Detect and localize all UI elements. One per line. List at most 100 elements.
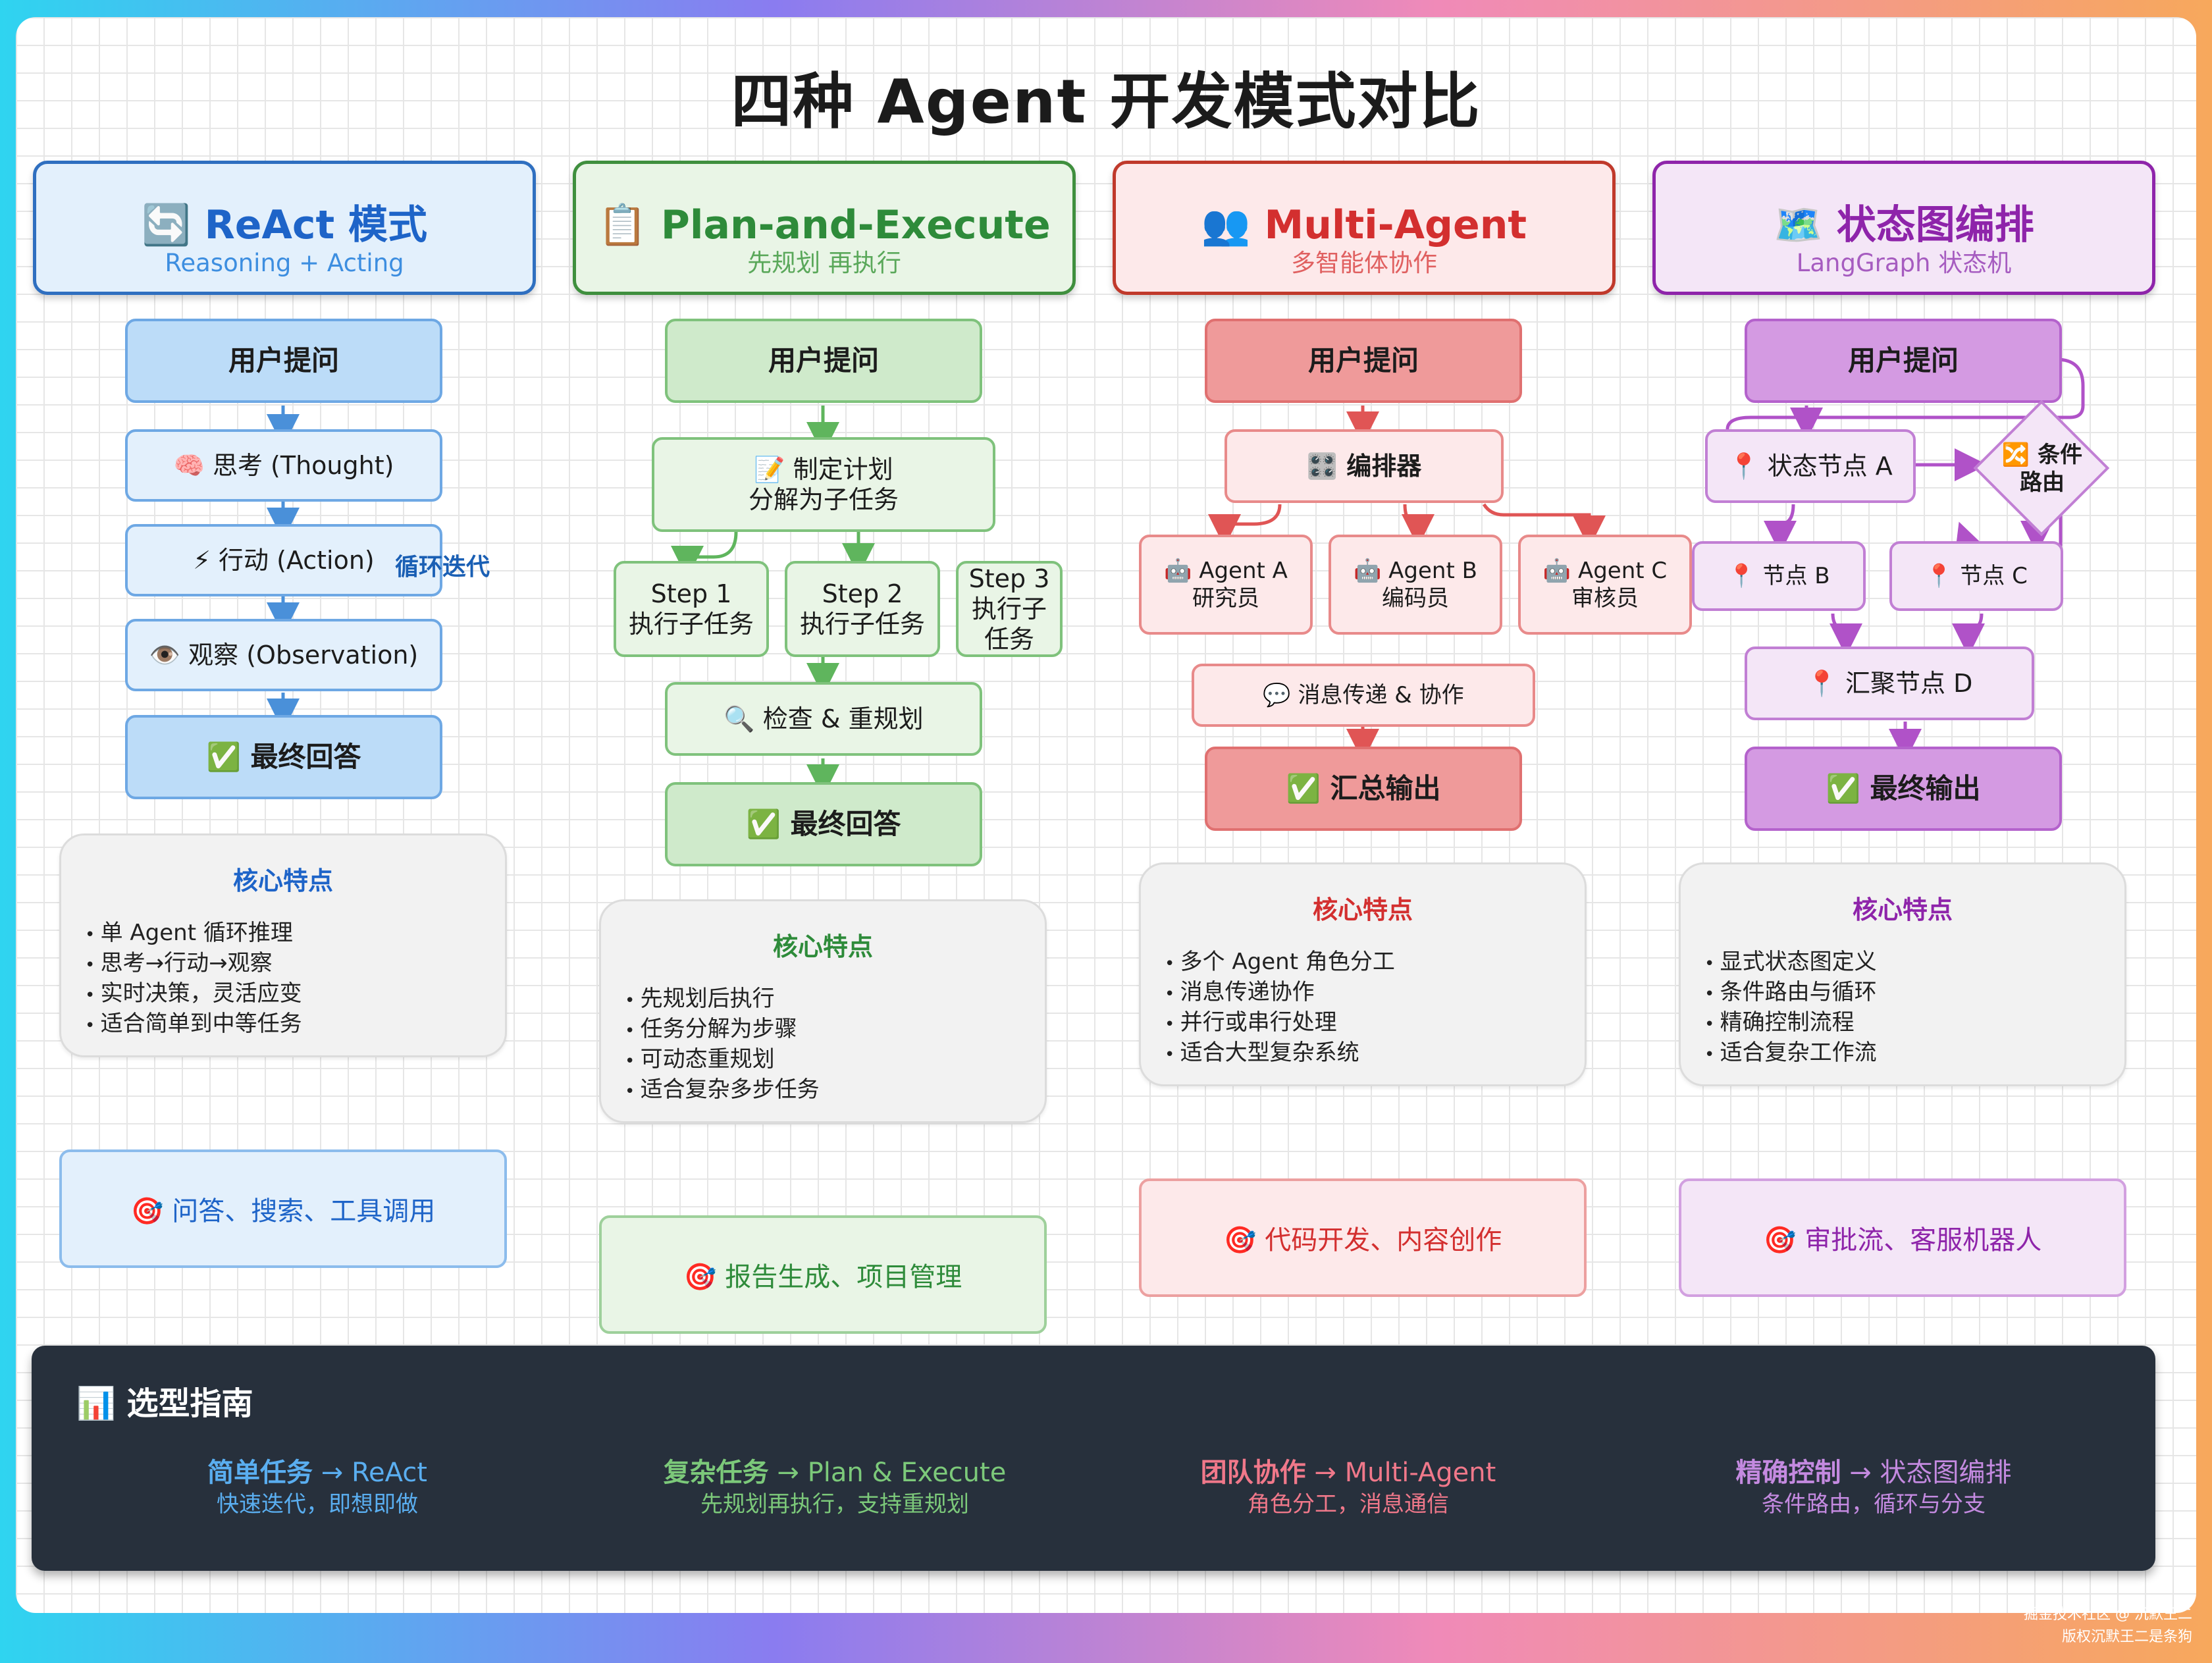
multi-arrow-2 bbox=[1208, 504, 1282, 547]
graph-node-b: 📍 节点 B bbox=[1692, 541, 1866, 611]
guide-desc: 角色分工，消息通信 bbox=[1248, 1491, 1449, 1518]
graph-node-a: 📍 状态节点 A bbox=[1705, 429, 1916, 503]
guide-target: → ReAct bbox=[313, 1458, 427, 1488]
graph-output-node: ✅ 最终输出 bbox=[1745, 747, 2062, 831]
guide-title: 📊 选型指南 bbox=[76, 1385, 253, 1422]
guide-key: 精确控制 bbox=[1735, 1458, 1841, 1488]
feature-item: 精确控制流程 bbox=[1704, 1009, 2124, 1039]
guide-item-plan: 复杂任务 → Plan & Execute 先规划再执行，支持重规划 bbox=[604, 1456, 1065, 1519]
guide-key: 简单任务 bbox=[207, 1458, 313, 1488]
graph-title: 状态图编排 bbox=[1836, 202, 2034, 248]
plan-plan-node: 📝 制定计划 分解为子任务 bbox=[652, 437, 995, 532]
guide-key: 复杂任务 bbox=[663, 1458, 769, 1488]
feature-item: 适合简单到中等任务 bbox=[85, 1010, 505, 1040]
page-title: 四种 Agent 开发模式对比 bbox=[731, 66, 1481, 137]
plan-step3-node: Step 3 执行子 任务 bbox=[956, 561, 1063, 657]
react-features-title: 核心特点 bbox=[232, 866, 333, 895]
watermark-line-1: 掘金技术社区 @ 沉默王二 bbox=[2024, 1606, 2192, 1623]
graph-node-d: 📍 汇聚节点 D bbox=[1745, 647, 2034, 720]
guide-target: → Multi-Agent bbox=[1305, 1458, 1496, 1488]
guide-item-graph: 精确控制 → 状态图编排 条件路由，循环与分支 bbox=[1643, 1456, 2104, 1519]
map-icon: 🗺️ bbox=[1774, 202, 1823, 248]
guide-target: → Plan & Execute bbox=[768, 1458, 1007, 1488]
react-subtitle: Reasoning + Acting bbox=[165, 249, 404, 277]
feature-item: 思考→行动→观察 bbox=[85, 949, 505, 980]
react-title: ReAct 模式 bbox=[204, 202, 428, 248]
multi-orchestrator-node: 🎛️ 编排器 bbox=[1224, 429, 1504, 503]
multi-features-card: 核心特点 多个 Agent 角色分工 消息传递协作 并行或串行处理 适合大型复杂… bbox=[1139, 862, 1587, 1086]
feature-item: 适合复杂多步任务 bbox=[625, 1076, 1045, 1106]
multi-subtitle: 多智能体协作 bbox=[1291, 249, 1437, 277]
guide-key: 团队协作 bbox=[1200, 1458, 1306, 1488]
plan-answer-node: ✅ 最终回答 bbox=[665, 782, 982, 866]
multi-arrow-3 bbox=[1402, 504, 1435, 547]
graph-condition-label: 🔀 条件 路由 bbox=[2001, 442, 2083, 496]
guide-item-multi: 团队协作 → Multi-Agent 角色分工，消息通信 bbox=[1118, 1456, 1579, 1519]
multi-question-node: 用户提问 bbox=[1205, 319, 1522, 403]
watermark-line-2: 版权沉默王二是条狗 bbox=[2061, 1629, 2192, 1645]
refresh-icon: 🔄 bbox=[141, 202, 191, 248]
multi-title: Multi-Agent bbox=[1264, 202, 1527, 248]
multi-message-node: 💬 消息传递 & 协作 bbox=[1192, 664, 1535, 727]
multi-arrow-4 bbox=[1482, 503, 1606, 548]
selection-guide: 📊 选型指南 简单任务 → ReAct 快速迭代，即想即做 复杂任务 → Pla… bbox=[32, 1346, 2155, 1571]
plan-title: Plan-and-Execute bbox=[660, 202, 1051, 248]
plan-features-card: 核心特点 先规划后执行 任务分解为步骤 可动态重规划 适合复杂多步任务 bbox=[599, 899, 1047, 1123]
graph-header: 🗺️ 状态图编排 LangGraph 状态机 bbox=[1652, 161, 2155, 295]
react-use-case: 🎯 问答、搜索、工具调用 bbox=[59, 1149, 507, 1268]
react-header: 🔄 ReAct 模式 Reasoning + Acting bbox=[33, 161, 536, 295]
feature-item: 适合复杂工作流 bbox=[1704, 1039, 2124, 1069]
plan-subtitle: 先规划 再执行 bbox=[747, 249, 901, 277]
feature-item: 适合大型复杂系统 bbox=[1165, 1039, 1585, 1069]
guide-desc: 条件路由，循环与分支 bbox=[1762, 1491, 1986, 1518]
guide-item-react: 简单任务 → ReAct 快速迭代，即想即做 bbox=[87, 1456, 548, 1519]
agent-c-node: 🤖 Agent C 审核员 bbox=[1518, 535, 1692, 635]
react-question-node: 用户提问 bbox=[125, 319, 442, 403]
multi-output-node: ✅ 汇总输出 bbox=[1205, 747, 1522, 831]
feature-item: 先规划后执行 bbox=[625, 985, 1045, 1015]
graph-use-case: 🎯 审批流、客服机器人 bbox=[1679, 1178, 2126, 1297]
graph-arrow-cd bbox=[1952, 613, 1985, 656]
multi-use-case: 🎯 代码开发、内容创作 bbox=[1139, 1178, 1587, 1297]
plan-features-title: 核心特点 bbox=[772, 932, 873, 961]
guide-desc: 快速迭代，即想即做 bbox=[217, 1491, 418, 1518]
guide-desc: 先规划再执行，支持重规划 bbox=[700, 1491, 969, 1518]
react-features-card: 核心特点 单 Agent 循环推理 思考→行动→观察 实时决策，灵活应变 适合简… bbox=[59, 833, 507, 1057]
graph-features-title: 核心特点 bbox=[1852, 895, 1953, 924]
react-loop-label: 循环迭代 bbox=[395, 554, 490, 581]
feature-item: 条件路由与循环 bbox=[1704, 978, 2124, 1009]
plan-step2-node: Step 2 执行子任务 bbox=[785, 561, 940, 657]
feature-item: 显式状态图定义 bbox=[1704, 948, 2124, 978]
graph-arrow-b bbox=[1764, 504, 1797, 554]
agent-b-node: 🤖 Agent B 编码员 bbox=[1329, 535, 1502, 635]
plan-header: 📋 Plan-and-Execute 先规划 再执行 bbox=[573, 161, 1076, 295]
plan-question-node: 用户提问 bbox=[665, 319, 982, 403]
feature-item: 可动态重规划 bbox=[625, 1045, 1045, 1076]
plan-arrow-2 bbox=[671, 531, 738, 579]
feature-item: 任务分解为步骤 bbox=[625, 1015, 1045, 1045]
plan-use-case: 🎯 报告生成、项目管理 bbox=[599, 1215, 1047, 1334]
graph-subtitle: LangGraph 状态机 bbox=[1796, 249, 2012, 277]
react-observation-node: 👁️ 观察 (Observation) bbox=[125, 619, 442, 691]
agent-a-node: 🤖 Agent A 研究员 bbox=[1139, 535, 1313, 635]
feature-item: 消息传递协作 bbox=[1165, 978, 1585, 1009]
graph-loop-top bbox=[1725, 357, 2085, 430]
plan-step1-node: Step 1 执行子任务 bbox=[614, 561, 769, 657]
react-action-node: ⚡ 行动 (Action) bbox=[125, 524, 442, 596]
graph-features-card: 核心特点 显式状态图定义 条件路由与循环 精确控制流程 适合复杂工作流 bbox=[1679, 862, 2126, 1086]
graph-node-c: 📍 节点 C bbox=[1889, 541, 2063, 611]
feature-item: 实时决策，灵活应变 bbox=[85, 980, 505, 1010]
plan-replan-node: 🔍 检查 & 重规划 bbox=[665, 682, 982, 756]
people-icon: 👥 bbox=[1201, 202, 1251, 248]
feature-item: 多个 Agent 角色分工 bbox=[1165, 948, 1585, 978]
feature-item: 并行或串行处理 bbox=[1165, 1009, 1585, 1039]
graph-arrow-bd bbox=[1830, 613, 1862, 656]
feature-item: 单 Agent 循环推理 bbox=[85, 919, 505, 949]
diagram-canvas: 四种 Agent 开发模式对比 🔄 ReAct 模式 Reasoning + A… bbox=[16, 17, 2196, 1613]
multi-header: 👥 Multi-Agent 多智能体协作 bbox=[1113, 161, 1616, 295]
graph-question-node: 用户提问 bbox=[1745, 319, 2062, 403]
clipboard-icon: 📋 bbox=[598, 202, 648, 248]
guide-target: → 状态图编排 bbox=[1841, 1458, 2012, 1488]
multi-features-title: 核心特点 bbox=[1312, 895, 1413, 924]
react-thought-node: 🧠 思考 (Thought) bbox=[125, 429, 442, 502]
